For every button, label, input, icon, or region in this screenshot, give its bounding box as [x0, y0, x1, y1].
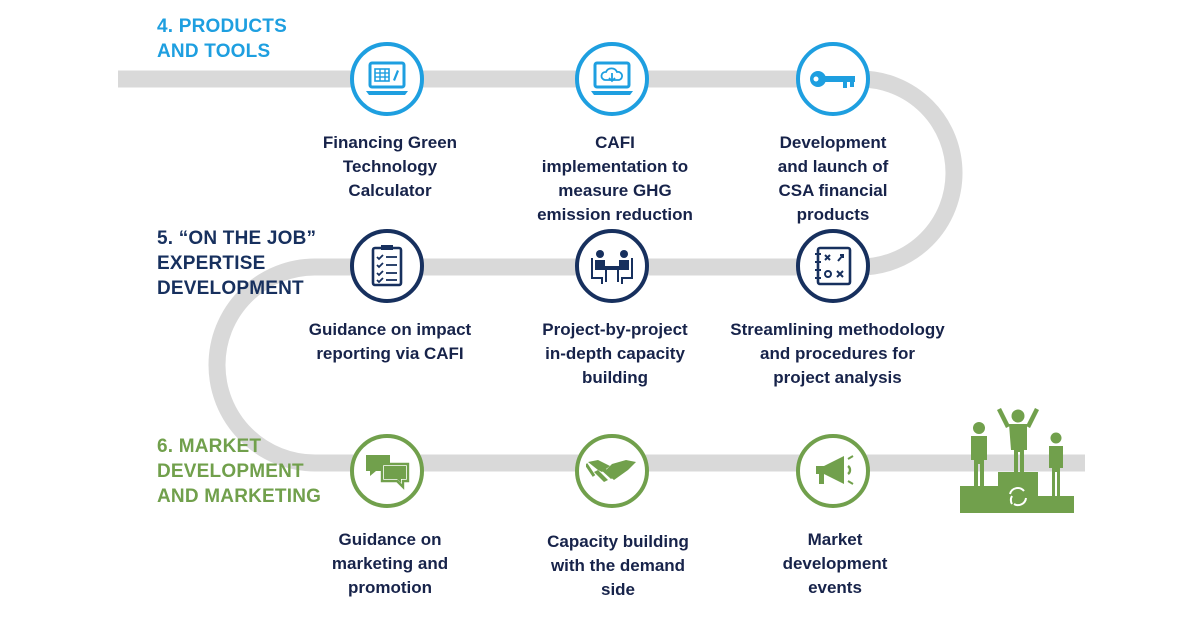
caption-market-events: Market development events — [782, 530, 888, 597]
speech-bubbles-icon — [350, 434, 424, 508]
strategy-board-icon — [796, 229, 870, 303]
section-title-products: 4. PRODUCTS AND TOOLS — [157, 16, 287, 62]
checklist-icon — [350, 229, 424, 303]
section-title-on-the-job: 5. “ON THE JOB” EXPERTISE DEVELOPMENT — [157, 228, 317, 299]
meeting-icon — [575, 229, 649, 303]
caption-demand-side: Capacity building with the demand side — [547, 532, 689, 599]
handshake-icon — [575, 434, 649, 508]
caption-streamlining-methodology: Streamlining methodology and procedures … — [730, 320, 945, 387]
caption-impact-reporting: Guidance on impact reporting via CAFI — [308, 320, 472, 363]
caption-marketing-promotion: Guidance on marketing and promotion — [331, 530, 449, 597]
caption-csa-products: Development and launch of CSA financial … — [777, 133, 889, 224]
caption-cafi-implementation: CAFI implementation to measure GHG emiss… — [537, 133, 693, 224]
winners-podium-icon — [960, 408, 1074, 513]
caption-financing-calculator: Financing Green Technology Calculator — [322, 133, 458, 200]
laptop-calculator-icon — [350, 42, 424, 116]
caption-capacity-building: Project-by-project in-depth capacity bui… — [542, 320, 688, 387]
section-title-market: 6. MARKET DEVELOPMENT AND MARKETING — [157, 436, 322, 507]
megaphone-icon — [796, 434, 870, 508]
key-icon — [796, 42, 870, 116]
laptop-cloud-icon — [575, 42, 649, 116]
